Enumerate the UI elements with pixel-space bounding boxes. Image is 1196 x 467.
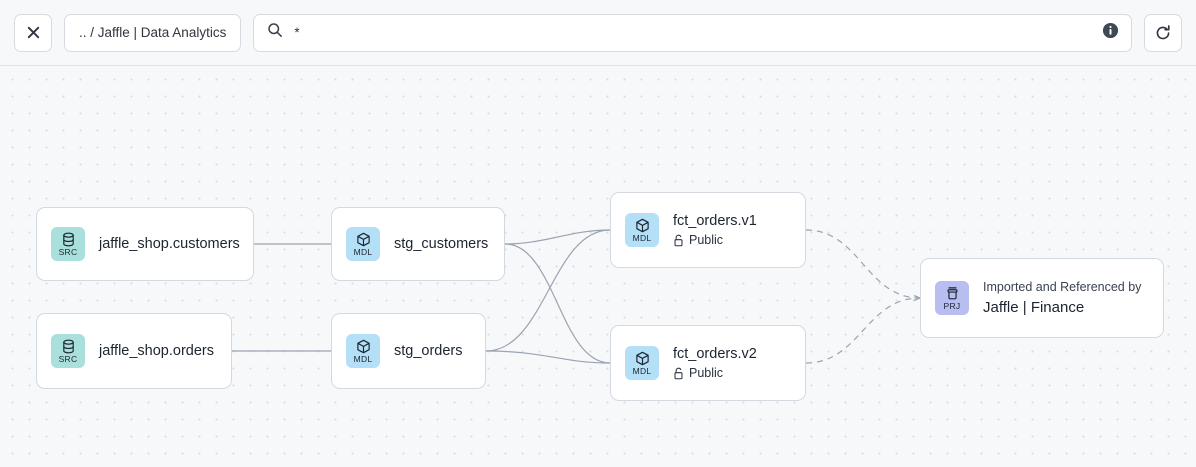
node-caption: Imported and Referenced by: [983, 279, 1142, 294]
node-visibility-label: Public: [689, 232, 724, 247]
unlock-icon: [673, 234, 684, 247]
cube-icon: [356, 339, 371, 354]
node-text: stg_customers: [394, 235, 488, 253]
node-text: fct_orders.v2 Public: [673, 345, 757, 382]
node-visibility: Public: [673, 366, 757, 382]
edge-stgorders-v2: [485, 350, 611, 364]
badge-label: MDL: [353, 353, 373, 364]
breadcrumb[interactable]: .. / Jaffle | Data Analytics: [64, 13, 242, 52]
cube-icon: [635, 351, 650, 366]
database-icon: [61, 339, 76, 354]
node-stg-orders[interactable]: MDL stg_orders: [331, 313, 486, 389]
edge-stgcustomers-v1: [504, 229, 611, 245]
node-jaffle-shop-orders[interactable]: SRC jaffle_shop.orders: [36, 313, 232, 389]
graph-canvas[interactable]: SRC jaffle_shop.customers SRC jaffle_sh: [0, 66, 1196, 467]
database-icon: [61, 232, 76, 247]
badge-mdl: MDL: [625, 346, 659, 380]
badge-mdl: MDL: [346, 334, 380, 368]
close-icon: [26, 25, 41, 40]
node-text: Imported and Referenced by Jaffle | Fina…: [983, 279, 1141, 318]
node-jaffle-finance[interactable]: PRJ Imported and Referenced by Jaffle | …: [920, 258, 1164, 338]
node-title: fct_orders.v1: [673, 212, 757, 229]
edge-stgcustomers-v2: [504, 243, 611, 364]
search-input[interactable]: [294, 25, 1091, 40]
archive-icon: [945, 286, 960, 301]
node-visibility-label: Public: [689, 365, 724, 380]
node-title: jaffle_shop.customers: [99, 235, 240, 252]
close-button[interactable]: [14, 13, 52, 52]
badge-mdl: MDL: [346, 227, 380, 261]
node-stg-customers[interactable]: MDL stg_customers: [331, 207, 505, 281]
badge-label: SRC: [58, 353, 78, 364]
node-title: stg_orders: [394, 342, 463, 359]
badge-label: PRJ: [943, 300, 961, 311]
node-fct-orders-v2[interactable]: MDL fct_orders.v2 Public: [610, 325, 806, 401]
node-title: jaffle_shop.orders: [99, 342, 215, 359]
refresh-icon: [1154, 24, 1172, 42]
graph-edges: [232, 229, 1196, 364]
cube-icon: [356, 232, 371, 247]
node-title: stg_customers: [394, 235, 489, 252]
breadcrumb-label: .. / Jaffle | Data Analytics: [79, 25, 227, 40]
badge-label: MDL: [632, 232, 652, 243]
toolbar: .. / Jaffle | Data Analytics: [0, 0, 1196, 66]
badge-src: SRC: [51, 334, 85, 368]
node-text: fct_orders.v1 Public: [673, 212, 757, 249]
badge-label: MDL: [632, 365, 652, 376]
badge-label: SRC: [58, 246, 78, 257]
node-text: stg_orders: [394, 342, 463, 360]
badge-label: MDL: [353, 246, 373, 257]
search-bar[interactable]: [253, 13, 1132, 52]
cube-icon: [635, 218, 650, 233]
badge-prj: PRJ: [935, 281, 969, 315]
info-icon[interactable]: [1102, 22, 1119, 44]
node-title: fct_orders.v2: [673, 345, 757, 362]
unlock-icon: [673, 367, 684, 380]
node-fct-orders-v1[interactable]: MDL fct_orders.v1 Public: [610, 192, 806, 268]
node-title: Jaffle | Finance: [983, 298, 1085, 316]
edge-v1-finance: [805, 229, 920, 298]
search-icon: [267, 22, 283, 43]
edge-v2-finance: [805, 298, 920, 364]
node-text: jaffle_shop.orders: [99, 342, 214, 360]
node-visibility: Public: [673, 233, 757, 249]
node-jaffle-shop-customers[interactable]: SRC jaffle_shop.customers: [36, 207, 254, 281]
refresh-button[interactable]: [1144, 13, 1182, 52]
edge-stgorders-v1: [485, 229, 611, 352]
badge-mdl: MDL: [625, 213, 659, 247]
badge-src: SRC: [51, 227, 85, 261]
node-text: jaffle_shop.customers: [99, 235, 240, 253]
